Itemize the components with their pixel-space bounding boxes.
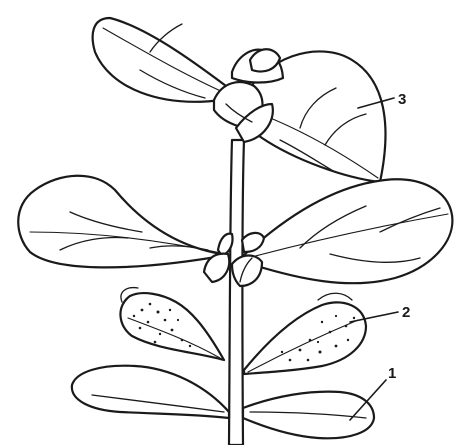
middle-left-leaf xyxy=(18,176,228,268)
main-stem xyxy=(229,140,244,445)
spotted-leaf-right xyxy=(244,293,366,374)
spotted-leaf-left xyxy=(120,288,224,360)
bottom-left-leaf xyxy=(72,366,229,418)
label-2: 2 xyxy=(402,304,410,321)
label-3: 3 xyxy=(398,91,406,108)
top-left-leaf xyxy=(93,18,238,102)
middle-right-leaf xyxy=(244,179,452,283)
label-1: 1 xyxy=(388,365,396,382)
